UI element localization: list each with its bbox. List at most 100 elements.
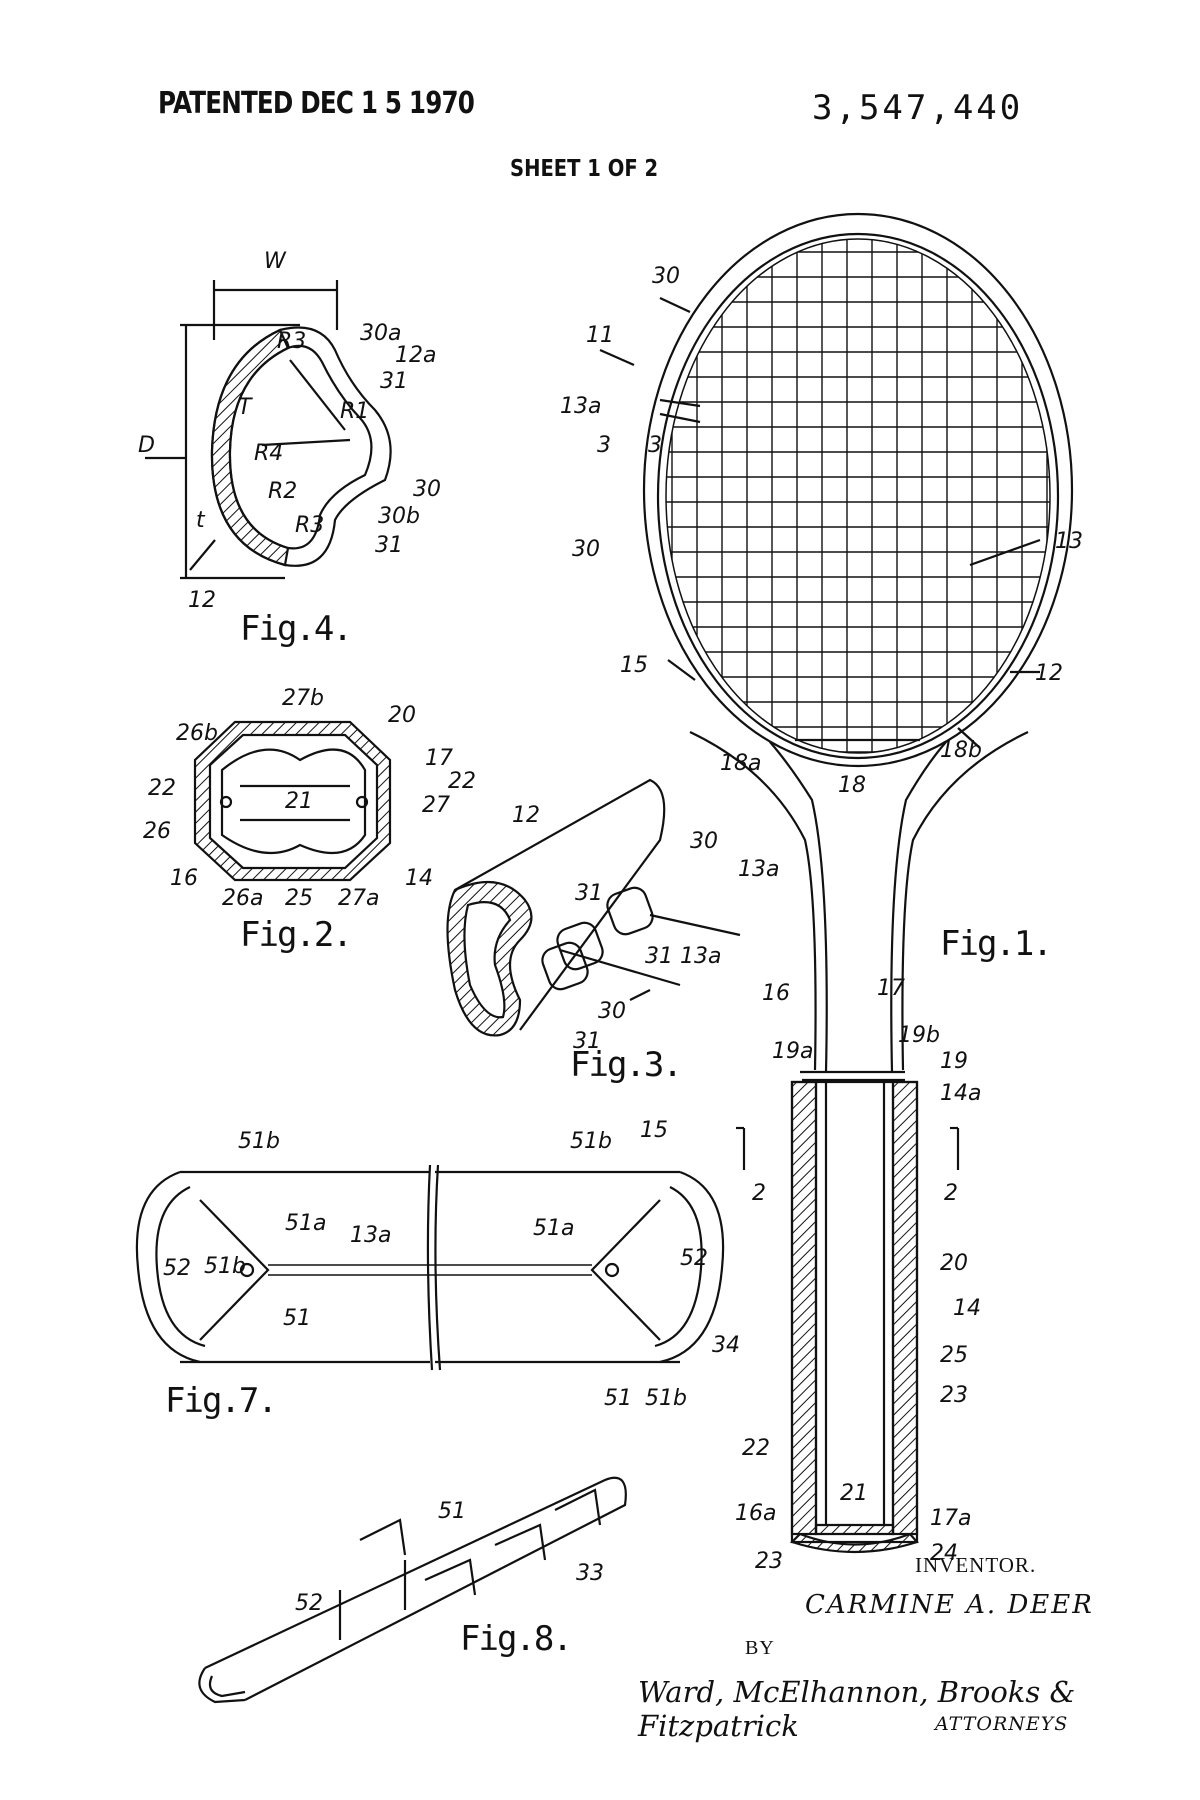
label-20: 20: [940, 1251, 968, 1276]
label-52-right: 52: [680, 1246, 708, 1271]
label-13a: 13a: [560, 394, 601, 419]
racket-throat: [769, 741, 947, 1073]
label-14a: 14a: [940, 1081, 981, 1106]
label-31-top: 31: [380, 369, 408, 394]
label-31-bottom: 31: [375, 533, 403, 558]
fig4-title: Fig.4.: [240, 609, 351, 649]
fig2-labels: 27b 20 26b 17 22 22 21 27 26 16 26a 25 2…: [143, 686, 476, 911]
label-52: 52: [295, 1591, 323, 1616]
fig3-labels: 12 30 13a 31 31 13a 30 31: [512, 803, 779, 1054]
label-25: 25: [285, 886, 313, 911]
label-15: 15: [620, 653, 648, 678]
label-16: 16: [762, 981, 790, 1006]
label-14: 14: [953, 1296, 981, 1321]
fig3-frame-segment: [446, 778, 741, 1037]
label-23-right: 23: [940, 1383, 968, 1408]
label-51-left: 51: [283, 1306, 311, 1331]
inventor-name: CARMINE A. DEER: [805, 1590, 1094, 1620]
label-18: 18: [838, 773, 866, 798]
label-27b: 27b: [282, 686, 324, 711]
label-30-bottom: 30: [598, 999, 626, 1024]
label-34: 34: [712, 1333, 740, 1358]
label-21: 21: [840, 1481, 868, 1506]
fig1-title: Fig.1.: [940, 924, 1051, 964]
label-19b: 19b: [898, 1023, 940, 1048]
fig1-labels: 11 30 13a 3 3 30 13 15 12 18a 18 18b 16 …: [560, 264, 1083, 1574]
patented-date: PATENTED DEC 1 5 1970: [158, 86, 475, 121]
label-17: 17: [425, 746, 453, 771]
label-24: 24: [930, 1541, 958, 1566]
label-17a: 17a: [930, 1506, 971, 1531]
label-26: 26: [143, 819, 171, 844]
label-T: T: [238, 395, 253, 420]
fig3-title: Fig.3.: [570, 1045, 681, 1085]
label-R4: R4: [254, 441, 283, 466]
fig7-labels: 51b 51a 13a 52 51b 51 51b 15 51a 52 34 5…: [163, 1118, 740, 1411]
label-16a: 16a: [735, 1501, 776, 1526]
label-14: 14: [405, 866, 433, 891]
label-31-mid: 31: [645, 944, 673, 969]
fig8-labels: 51 52 33: [295, 1499, 604, 1616]
label-W: W: [264, 249, 287, 274]
fig8-title: Fig.8.: [460, 1619, 571, 1659]
racket-frame-inner: [656, 232, 1060, 760]
label-22-left: 22: [148, 776, 176, 801]
label-21: 21: [285, 789, 313, 814]
label-13: 13: [1055, 529, 1083, 554]
label-16: 16: [170, 866, 198, 891]
patent-number: 3,547,440: [812, 88, 1024, 128]
label-30b: 30b: [378, 504, 420, 529]
label-17: 17: [877, 976, 905, 1001]
label-51: 51: [438, 1499, 466, 1524]
label-15: 15: [640, 1118, 668, 1143]
label-11: 11: [586, 323, 614, 348]
label-13a: 13a: [350, 1223, 391, 1248]
fig4-labels: W D 30a 12a 31 R3 T R1 R4 30 R2 30b t R3…: [138, 249, 441, 613]
label-12: 12: [188, 588, 216, 613]
attorneys-signature: Ward, McElhannon, Brooks & Fitzpatrick: [638, 1675, 1076, 1743]
label-27: 27: [422, 793, 450, 818]
label-3-left: 3: [597, 433, 611, 458]
label-3-right: 3: [648, 433, 662, 458]
label-51b-left: 51b: [204, 1254, 246, 1279]
racket-frame-outer: [642, 212, 1074, 768]
label-20: 20: [388, 703, 416, 728]
label-51b-top-left: 51b: [238, 1129, 280, 1154]
label-22-right: 22: [448, 769, 476, 794]
sheet-number: SHEET 1 OF 2: [510, 156, 659, 182]
label-30a: 30a: [360, 321, 401, 346]
label-12a: 12a: [395, 343, 436, 368]
label-19: 19: [940, 1049, 968, 1074]
label-section-2-right: 2: [944, 1181, 958, 1206]
label-51b-top-right: 51b: [570, 1129, 612, 1154]
racket-string-bed: [665, 238, 1051, 754]
attorneys-label: ATTORNEYS: [935, 1713, 1069, 1735]
racket-strings: [666, 239, 1050, 753]
label-30-bottom: 30: [572, 537, 600, 562]
label-22: 22: [742, 1436, 770, 1461]
label-13a-top: 13a: [738, 857, 779, 882]
label-19a: 19a: [772, 1039, 813, 1064]
label-30-top: 30: [652, 264, 680, 289]
label-25: 25: [940, 1343, 968, 1368]
label-26a: 26a: [222, 886, 263, 911]
label-R3-bottom: R3: [295, 513, 324, 538]
inventor-heading: INVENTOR.: [915, 1553, 1037, 1577]
label-18b: 18b: [940, 738, 982, 763]
label-section-2-left: 2: [752, 1181, 766, 1206]
label-30-top: 30: [690, 829, 718, 854]
fig2-title: Fig.2.: [240, 915, 351, 955]
label-33: 33: [576, 1561, 604, 1586]
label-12: 12: [1035, 661, 1063, 686]
label-31-bottom: 31: [573, 1029, 601, 1054]
label-51a-right: 51a: [533, 1216, 574, 1241]
label-12: 12: [512, 803, 540, 828]
label-t: t: [196, 508, 206, 533]
label-23-bottom: 23: [755, 1549, 783, 1574]
fig8-spacer-strip: [198, 1476, 627, 1704]
fig7-title: Fig.7.: [165, 1381, 276, 1421]
label-R1: R1: [340, 399, 369, 424]
label-31-top: 31: [575, 881, 603, 906]
label-51-right: 51: [604, 1386, 632, 1411]
